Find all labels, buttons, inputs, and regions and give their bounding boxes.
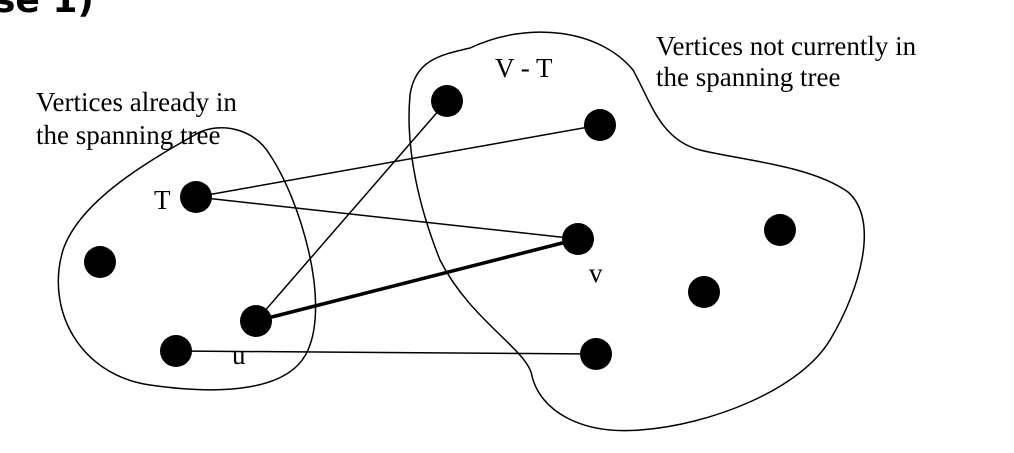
- vertex-vt-right: [764, 214, 796, 246]
- edge-t-top: [195, 124, 601, 198]
- vertex-vt-top: [584, 109, 616, 141]
- edge-bottom: [175, 350, 597, 355]
- region-v-minus-t: [408, 31, 866, 432]
- vertex-vt-bottom: [580, 338, 612, 370]
- label-t: T: [154, 185, 171, 215]
- edge-t-v: [195, 196, 579, 240]
- label-v: v: [589, 258, 603, 288]
- edge-u-v: [255, 237, 579, 323]
- vertex-t: [180, 181, 212, 213]
- edge-u-top-left: [255, 100, 448, 322]
- vertex-t-left: [84, 246, 116, 278]
- vertex-vt-top-left: [431, 85, 463, 117]
- header-fragment: se 1): [0, 0, 94, 21]
- vertex-v: [562, 223, 594, 255]
- label-line: the spanning tree: [36, 120, 220, 150]
- label-line: the spanning tree: [656, 62, 840, 92]
- vertex-t-bottom: [160, 335, 192, 367]
- label-line: Vertices already in: [36, 87, 237, 117]
- label-u: u: [232, 340, 246, 370]
- region-t: [57, 127, 317, 391]
- vertex-vt-mid: [688, 276, 720, 308]
- label-line: Vertices not currently in: [656, 31, 917, 61]
- label-v-minus-t: V - T: [495, 53, 553, 83]
- vertex-u: [240, 305, 272, 337]
